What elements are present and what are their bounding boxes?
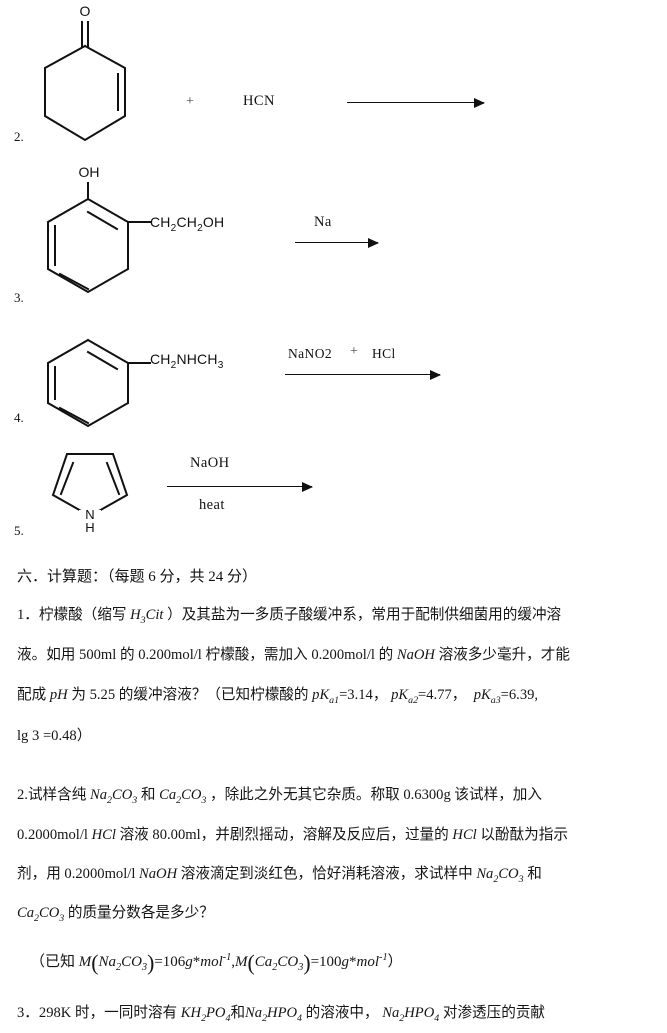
q1-l1-a: 1．柠檬酸（缩写 — [17, 607, 131, 623]
reaction-number-4: 4. — [14, 410, 24, 425]
reaction-arrow-4 — [285, 370, 441, 380]
q2-l3-a: 剂，用 0.2000mol/l — [17, 866, 140, 882]
q2-star-1: * — [192, 954, 201, 971]
reagent-nano2: NaNO2 — [288, 346, 332, 361]
reaction-number-2: 2. — [14, 129, 24, 144]
q1-pka3-value: =6.39, — [500, 687, 539, 703]
q3-formula-na2hpo4-1: Na2HPO4 — [245, 1005, 302, 1024]
q2-formula-na2co3-2: Na2CO3 — [476, 866, 524, 885]
reaction-number-3: 3. — [14, 290, 24, 305]
q1-l1-b: ）及其盐为一多质子酸缓冲系，常用于配制供细菌用的缓冲溶 — [163, 607, 562, 623]
q2-unit-mol-1: mol-1 — [200, 952, 232, 971]
q2-formula-hcl-2: HCl — [452, 827, 477, 843]
phenol-ring-structure — [47, 182, 151, 294]
pyrrole-structure — [51, 453, 129, 518]
q2-symbol-m-1: M — [78, 954, 92, 971]
q2-formula-naoh: NaOH — [139, 866, 178, 882]
q3-l1-c: 对渗透压的贡献 — [439, 1005, 546, 1021]
q2-paren-open-2: ( — [247, 951, 255, 975]
q2-l1-a: 2.试样含纯 — [17, 787, 90, 803]
q2-given-na2co3: Na2CO3 — [98, 954, 148, 974]
reagent-heat: heat — [199, 497, 225, 513]
q2-paren-close-2: ) — [303, 951, 311, 975]
side-chain-label-ch2ch2oh: CH2CH2OH — [150, 214, 224, 234]
side-chain-label-ch2nhch3: CH2NHCH3 — [150, 351, 224, 371]
question-2-line-4: Ca2CO3 的质量分数各是多少？ — [17, 906, 214, 924]
phenol-hydroxyl-label: OH — [78, 164, 100, 180]
q2-unit-2: g — [341, 954, 350, 971]
q3-l1-and: 和 — [230, 1005, 246, 1021]
q1-l3-b: 为 5.25 的缓冲溶液？（已知柠檬酸的 — [67, 687, 313, 703]
question-1-line-2: 液。如用 500ml 的 0.200mol/l 柠檬酸，需加入 0.200mol… — [17, 648, 570, 663]
reagent-naoh: NaOH — [190, 455, 230, 471]
q1-l2-b: 溶液多少毫升，才能 — [434, 647, 570, 663]
q2-unit-mol-2: mol-1 — [356, 952, 388, 971]
q3-formula-na2hpo4-2: Na2HPO4 — [382, 1005, 440, 1024]
pyrrole-nh-hydrogen-label: H — [85, 520, 95, 535]
benzyl-ring-structure — [47, 338, 151, 428]
q2-given-suffix: ） — [387, 954, 403, 971]
q2-l3-c: 和 — [523, 866, 542, 882]
q3-l1-b: 的溶液中， — [301, 1005, 383, 1021]
q1-pka2-value: =4.77， — [418, 687, 474, 703]
q2-eq-1: =106 — [154, 954, 186, 971]
plus-sign-reaction-2: + — [186, 94, 194, 109]
q2-formula-na2co3-1: Na2CO3 — [89, 787, 138, 806]
reaction-arrow-5 — [167, 482, 313, 492]
question-2-given-molar-masses: （已知 M(Na2CO3)=106g*mol-1,M(Ca2CO3)=100g*… — [30, 951, 403, 975]
pyrrole-nitrogen-label: N — [85, 507, 95, 522]
pyrrole-n-mask — [79, 510, 101, 524]
q2-paren-open-1: ( — [91, 951, 99, 975]
side-chain-text-2: CH2NHCH3 — [150, 351, 224, 371]
q3-formula-kh2po4: KH2PO4 — [180, 1005, 231, 1024]
q2-comma: , — [231, 954, 236, 971]
q2-l3-b: 溶液滴定到淡红色，恰好消耗溶液，求试样中 — [177, 866, 477, 882]
plus-sign-reaction-4: + — [350, 344, 358, 359]
q2-eq-2: =100 — [310, 954, 342, 971]
q1-pka1: pKa1 — [312, 687, 340, 706]
q2-symbol-m-2: M — [235, 954, 248, 971]
q1-l3-a: 配成 — [17, 687, 50, 703]
reaction-number-5: 5. — [14, 523, 24, 538]
q2-l2-c: 以酚酞为指示 — [476, 827, 568, 843]
q2-l2-b: 溶液 80.00ml，并剧烈摇动，溶解及反应后，过量的 — [115, 827, 453, 843]
q2-star-2: * — [349, 954, 357, 971]
question-2-line-2: 0.2000mol/l HCl 溶液 80.00ml，并剧烈摇动，溶解及反应后，… — [17, 828, 568, 843]
carbonyl-oxygen-label: O — [79, 3, 91, 19]
reaction-arrow-2 — [347, 98, 485, 108]
question-1-line-4: lg 3 =0.48） — [17, 728, 92, 744]
q2-l4: 的质量分数各是多少？ — [64, 905, 214, 921]
question-2-line-3: 剂，用 0.2000mol/l NaOH 溶液滴定到淡红色，恰好消耗溶液，求试样… — [17, 867, 542, 885]
reagent-na: Na — [314, 214, 332, 230]
q2-given-prefix: （已知 — [30, 954, 79, 971]
question-1-line-3: 配成 pH 为 5.25 的缓冲溶液？（已知柠檬酸的 pKa1=3.14， pK… — [17, 688, 538, 706]
q2-formula-ca2co3-1: Ca2CO3 — [159, 787, 207, 806]
q1-pka1-value: =3.14， — [339, 687, 392, 703]
question-3-line-1: 3．298K 时，一同时溶有 KH2PO4和Na2HPO4 的溶液中， Na2H… — [17, 1006, 545, 1024]
q2-l1-b: ，除此之外无其它杂质。称取 0.6300g 该试样，加入 — [206, 787, 542, 803]
reaction-arrow-3 — [295, 238, 379, 248]
q2-formula-hcl-1: HCl — [91, 827, 116, 843]
cyclohexenone-structure — [44, 21, 126, 142]
q1-formula-naoh: NaOH — [396, 647, 435, 663]
q2-paren-close-1: ) — [147, 951, 155, 975]
q2-given-ca2co3: Ca2CO3 — [254, 954, 304, 974]
question-1-line-1: 1．柠檬酸（缩写 H3Cit ）及其盐为一多质子酸缓冲系，常用于配制供细菌用的缓… — [17, 608, 561, 626]
section-heading-calculation: 六．计算题：（每题 6 分，共 24 分） — [17, 569, 258, 585]
q3-l1-a: 3．298K 时，一同时溶有 — [17, 1005, 181, 1021]
q2-unit-1: g — [185, 954, 193, 971]
q1-l2-a: 液。如用 500ml 的 0.200mol/l 柠檬酸，需加入 0.200mol… — [17, 647, 397, 663]
reagent-hcl: HCl — [372, 346, 396, 361]
q1-symbol-ph: pH — [49, 687, 68, 703]
q1-pka3: pKa3 — [473, 687, 501, 706]
question-2-line-1: 2.试样含纯 Na2CO3 和 Ca2CO3 ，除此之外无其它杂质。称取 0.6… — [17, 788, 542, 806]
q2-l1-mid: 和 — [137, 787, 160, 803]
q1-formula-h3cit: H3Cit — [130, 607, 164, 626]
q2-formula-ca2co3-2: Ca2CO3 — [17, 905, 65, 924]
side-chain-text: CH2CH2OH — [150, 214, 225, 234]
reagent-hcn: HCN — [243, 93, 275, 109]
q1-pka2: pKa2 — [391, 687, 419, 706]
q2-l2-a: 0.2000mol/l — [17, 827, 92, 843]
